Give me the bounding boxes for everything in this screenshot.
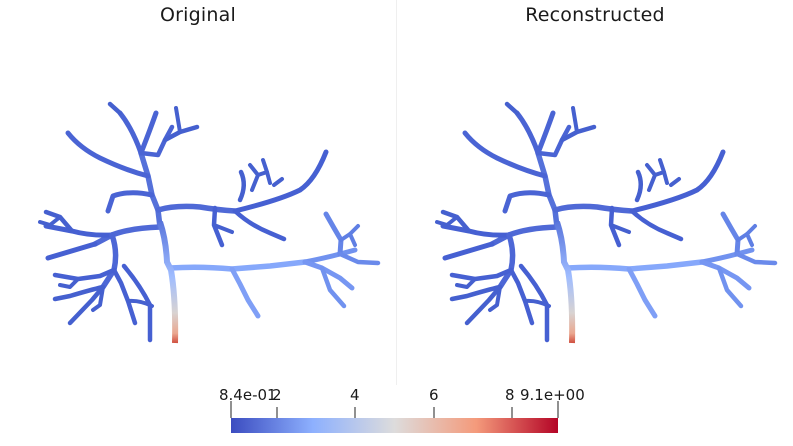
colorbar-max-label: 9.1e+00 — [520, 386, 585, 404]
vessel-branch — [716, 265, 744, 309]
vessel-branch — [497, 232, 516, 290]
vessel-branch — [535, 124, 572, 158]
vessel-branch — [232, 149, 329, 214]
vessel-branch — [348, 224, 360, 236]
vessel-trunk — [157, 221, 179, 344]
vessel-branch — [237, 169, 246, 203]
vessel-branch — [564, 259, 705, 272]
vessel-branch — [440, 223, 512, 238]
vessel-branch — [609, 223, 631, 234]
vessel-branch — [629, 149, 726, 214]
colorbar-min-label: 8.4e-01 — [219, 386, 277, 404]
vessel-branch — [571, 106, 579, 134]
vessel-branch — [455, 277, 477, 289]
vessel-branch — [442, 241, 495, 261]
colorbar-tick-label-6: 6 — [429, 386, 439, 404]
vessel-trunk — [554, 221, 576, 344]
vessel-branch — [52, 267, 117, 282]
vessel-branch — [43, 223, 115, 238]
vessel-branch — [67, 284, 106, 326]
original-panel: Original — [0, 0, 396, 446]
vessel-branch — [91, 285, 105, 312]
vessel-branch — [138, 124, 175, 158]
vessel-branch — [167, 259, 308, 272]
colorbar-tick-label-2: 2 — [272, 386, 282, 404]
vessel-branch — [518, 263, 550, 343]
vessel-branch — [626, 266, 658, 319]
vessel-branch — [138, 150, 163, 230]
original-vessel-tree — [38, 101, 381, 344]
vessel-branch — [256, 170, 272, 185]
vessel-branch — [58, 277, 80, 289]
vessel-branch — [229, 266, 261, 319]
vessel-branch — [634, 169, 643, 203]
vessel-branch — [232, 208, 287, 242]
vessel-branch — [174, 106, 182, 134]
vessel-branch — [508, 267, 535, 326]
vessel-branch — [65, 130, 151, 179]
colorbar-tick-label-4: 4 — [350, 386, 360, 404]
vessel-branch — [720, 211, 741, 257]
vessel-branch — [449, 267, 514, 282]
colorbar-svg: 8.4e-01 2 4 6 8 9.1e+00 — [219, 386, 585, 433]
vessel-branch — [629, 208, 684, 242]
vessel-branch — [38, 215, 62, 227]
vessel-branch — [535, 110, 556, 156]
vessel-branch — [105, 190, 155, 214]
vessel-branch — [100, 232, 119, 290]
vessel-branch — [699, 259, 752, 291]
vessel-branch — [111, 267, 138, 326]
vessel-branch — [302, 259, 355, 291]
vessel-branch — [261, 158, 269, 174]
vessel-branch — [535, 150, 560, 230]
vessel-branch — [248, 163, 260, 192]
vessel-branch — [272, 177, 284, 187]
colorbar-tick-label-8: 8 — [505, 386, 515, 404]
vessel-branch — [658, 158, 666, 174]
vessel-branch — [645, 163, 657, 192]
vessel-branch — [669, 177, 681, 187]
vessel-branch — [155, 203, 238, 214]
vessel-branch — [502, 190, 552, 214]
vessel-branch — [552, 203, 635, 214]
vessel-branch — [653, 170, 669, 185]
vessel-branch — [504, 101, 520, 116]
reconstructed-panel: Reconstructed — [397, 0, 793, 446]
colorbar-gradient — [231, 418, 558, 433]
vessel-branch — [488, 285, 502, 312]
vessel-branch — [323, 211, 344, 257]
vessel-branch — [462, 130, 548, 179]
vessel-branch — [107, 101, 123, 116]
vessel-branch — [45, 241, 98, 261]
vessel-branch — [435, 215, 459, 227]
vessel-branch — [745, 224, 757, 236]
reconstructed-vessel-tree — [435, 101, 778, 344]
colorbar: 8.4e-01 2 4 6 8 9.1e+00 — [190, 385, 600, 446]
original-title: Original — [160, 4, 236, 26]
vessel-branch — [337, 251, 381, 266]
vessel-branch — [117, 110, 144, 156]
panel-divider — [396, 0, 397, 385]
vessel-branch — [212, 223, 234, 234]
vessel-branch — [121, 263, 153, 343]
reconstructed-title: Reconstructed — [525, 4, 665, 26]
vessel-branch — [514, 110, 541, 156]
vessel-branch — [138, 110, 159, 156]
vessel-branch — [464, 284, 503, 326]
vessel-branch — [319, 265, 347, 309]
vessel-branch — [734, 251, 778, 266]
